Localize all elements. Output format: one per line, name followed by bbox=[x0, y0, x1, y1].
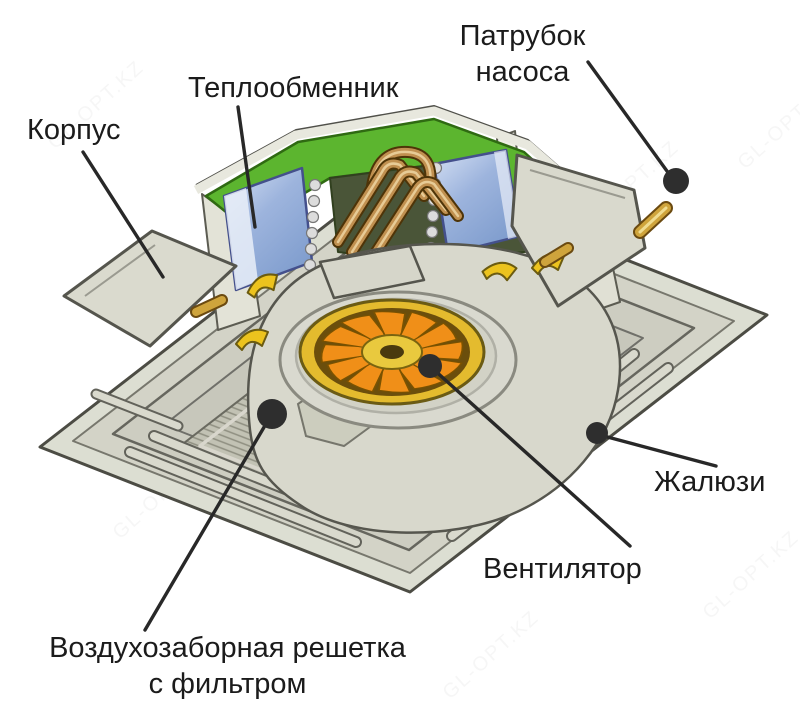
front-flap bbox=[318, 244, 426, 300]
callouts bbox=[81, 60, 718, 632]
label-louvers: Жалюзи bbox=[654, 466, 766, 498]
corner-flap-left bbox=[62, 229, 238, 348]
leader-line-heat-exchanger bbox=[236, 105, 257, 229]
callout-dot-pump-pipe bbox=[663, 168, 689, 194]
corner-flap-right bbox=[510, 153, 647, 308]
callout-dot-grille bbox=[257, 399, 287, 429]
label-intake-grille-line2: с фильтром bbox=[148, 668, 307, 700]
label-heat-exchanger: Теплообменник bbox=[188, 72, 399, 104]
leader-line-pump-pipe bbox=[586, 60, 674, 180]
label-fan: Вентилятор bbox=[483, 553, 642, 585]
leader-line-fan bbox=[430, 366, 632, 548]
leader-line-housing bbox=[81, 150, 165, 279]
label-intake-grille-line1: Воздухозаборная решетка bbox=[49, 632, 406, 664]
watermark-text: GL-OPT.KZ bbox=[439, 606, 544, 704]
leader-line-grille bbox=[143, 415, 272, 632]
pipe-fittings bbox=[190, 201, 673, 318]
watermark-text: GL-OPT.KZ bbox=[699, 526, 800, 624]
callout-dot-louvers bbox=[586, 422, 608, 444]
watermark-text: GL-OPT.KZ bbox=[734, 76, 800, 174]
copper-pipes bbox=[332, 145, 464, 264]
label-intake-grille: Воздухозаборная решетка с фильтром bbox=[20, 630, 435, 702]
label-housing: Корпус bbox=[27, 114, 121, 146]
leader-line-louvers bbox=[598, 433, 718, 468]
label-pump-pipe: Патрубок насоса bbox=[430, 18, 615, 90]
housing-body bbox=[193, 105, 621, 331]
callout-dots bbox=[257, 168, 689, 444]
callout-dot-fan bbox=[418, 354, 442, 378]
heat-exchanger-left bbox=[222, 166, 322, 292]
label-pump-pipe-line1: Патрубок bbox=[459, 20, 586, 52]
corner-flaps bbox=[62, 153, 647, 348]
label-pump-pipe-line2: насоса bbox=[475, 56, 570, 88]
